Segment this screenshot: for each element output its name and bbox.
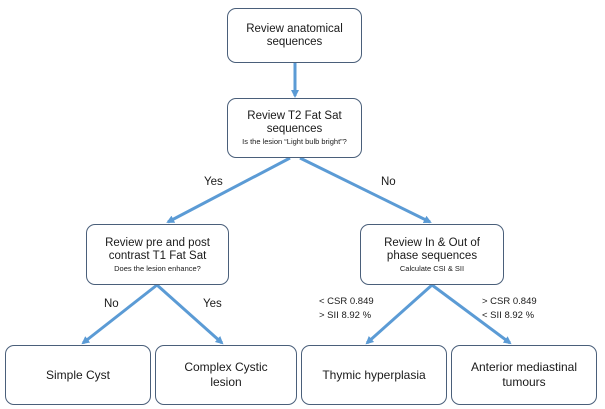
arrow-pre-post-to-simple-cyst [81, 283, 158, 345]
edge-label-yes-left: Yes [203, 298, 222, 310]
node-simple-cyst: Simple Cyst [5, 345, 151, 405]
edge-label-no-top: No [381, 176, 396, 188]
arrow-pre-post-to-complex-cystic [156, 283, 224, 345]
node-review-pre-post-question: Does the lesion enhance? [114, 263, 201, 273]
node-anterior-mediastinal-label: Anterior mediastinal tumours [470, 360, 578, 389]
node-review-pre-post: Review pre and post contrast T1 Fat Sat … [86, 224, 229, 285]
edge-label-tumour-csr: > CSR 0.849 [482, 296, 537, 307]
edge-label-thymic-sii: > SII 8.92 % [319, 310, 372, 321]
edge-label-no-left: No [104, 298, 119, 310]
arrow-in-out-to-thymic [365, 283, 433, 345]
node-review-t2-question: Is the lesion “Light bulb bright”? [242, 137, 347, 146]
node-review-in-out-label: Review In & Out of phase sequences [384, 236, 480, 262]
node-review-pre-post-label: Review pre and post contrast T1 Fat Sat [105, 236, 210, 262]
arrow-t2-to-in-out [299, 156, 432, 224]
edge-label-yes-top: Yes [204, 176, 223, 188]
edge-label-thymic-csr: < CSR 0.849 [319, 296, 374, 307]
node-complex-cystic: Complex Cystic lesion [155, 345, 297, 405]
node-complex-cystic-label: Complex Cystic lesion [184, 360, 268, 389]
node-anterior-mediastinal: Anterior mediastinal tumours [451, 345, 597, 405]
node-review-anatomical: Review anatomical sequences [227, 8, 362, 63]
node-thymic-hyperplasia: Thymic hyperplasia [301, 345, 447, 405]
node-review-t2: Review T2 Fat Sat sequences Is the lesio… [227, 98, 362, 158]
node-review-in-out-question: Calculate CSI & SII [399, 263, 465, 273]
arrow-in-out-to-tumours [431, 283, 512, 345]
arrow-t2-to-pre-post [166, 156, 291, 224]
edge-label-tumour-sii: < SII 8.92 % [482, 310, 535, 321]
node-thymic-hyperplasia-label: Thymic hyperplasia [322, 367, 426, 382]
node-simple-cyst-label: Simple Cyst [45, 367, 110, 382]
node-review-t2-label: Review T2 Fat Sat sequences [247, 110, 342, 135]
node-review-anatomical-label: Review anatomical sequences [246, 22, 343, 48]
node-review-in-out: Review In & Out of phase sequences Calcu… [360, 224, 504, 285]
